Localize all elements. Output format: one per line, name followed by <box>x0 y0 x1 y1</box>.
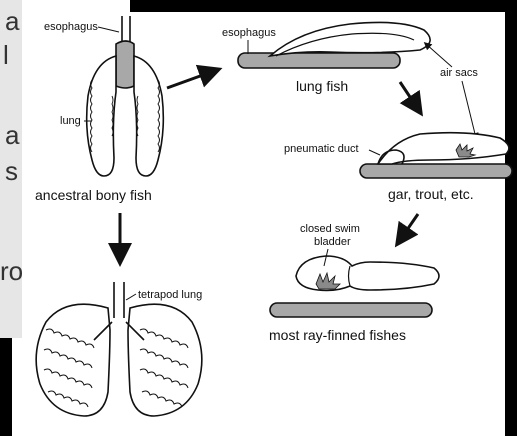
gar-gut-tube <box>360 164 512 178</box>
label-esophagus-ancestral: esophagus <box>44 21 98 33</box>
label-ancestral-bony-fish: ancestral bony fish <box>35 187 152 203</box>
lung-fish-gut-tube <box>238 53 400 68</box>
label-most-ray-finned: most ray-finned fishes <box>269 327 406 343</box>
label-lung-fish: lung fish <box>296 78 348 94</box>
label-gar-trout: gar, trout, etc. <box>388 186 474 202</box>
ray-finned-gut-tube <box>270 303 432 317</box>
label-tetrapod-lung: tetrapod lung <box>138 289 202 301</box>
label-esophagus-lung-fish: esophagus <box>222 27 276 39</box>
label-air-sacs: air sacs <box>440 67 478 79</box>
label-closed-swim-line2: bladder <box>314 236 351 248</box>
label-pneumatic-duct: pneumatic duct <box>284 143 359 155</box>
label-closed-swim-line1: closed swim <box>300 223 360 235</box>
label-lung: lung <box>60 115 81 127</box>
